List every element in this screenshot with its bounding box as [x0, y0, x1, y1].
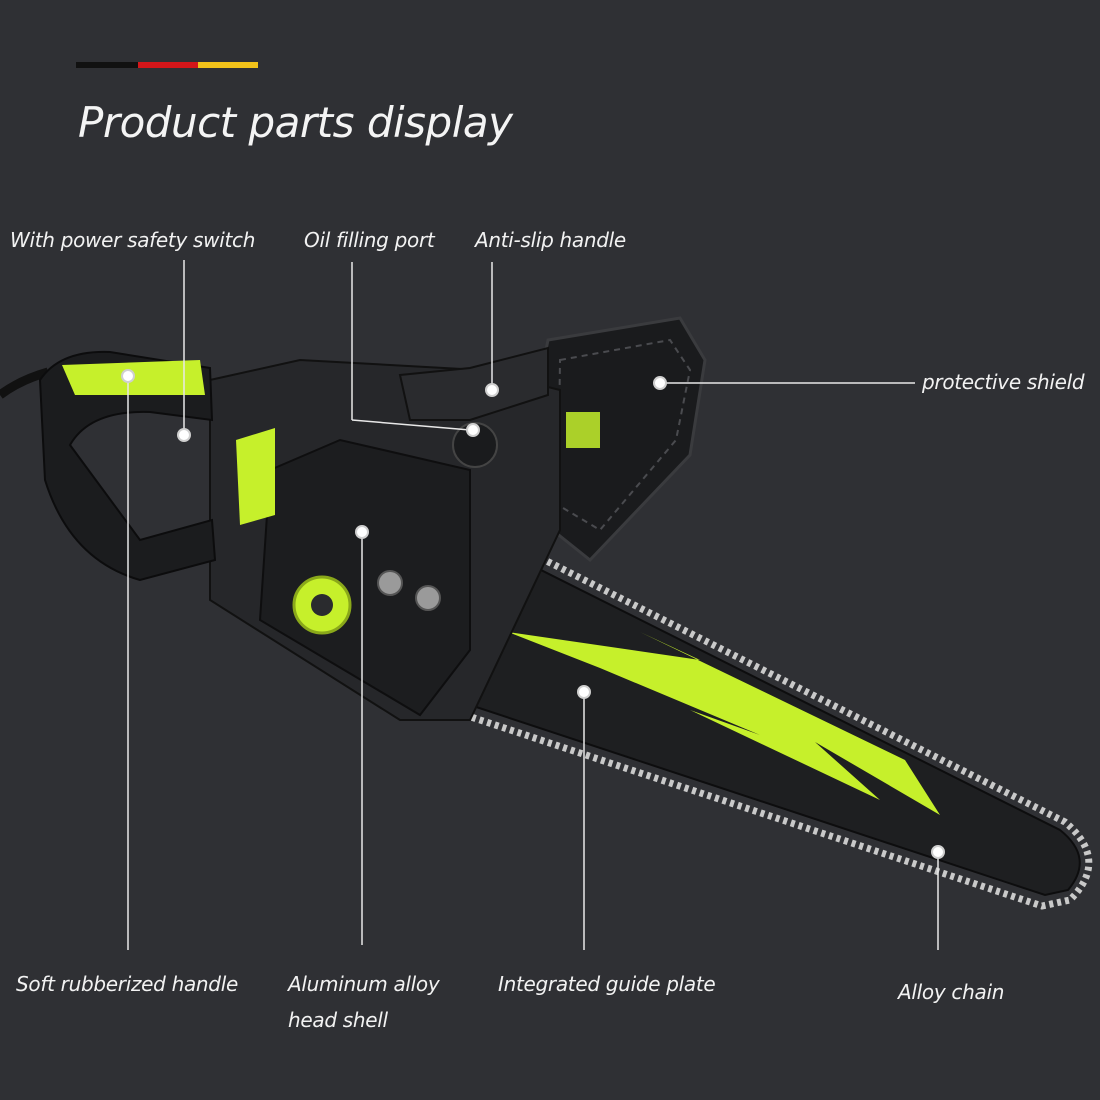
label-oil-filling-port: Oil filling port — [304, 228, 435, 252]
label-soft-rubberized-handle: Soft rubberized handle — [16, 972, 238, 996]
flag-stripe-black — [76, 62, 138, 68]
label-power-safety-switch: With power safety switch — [10, 228, 256, 252]
page-title: Product parts display — [78, 98, 513, 147]
label-integrated-guide-plate: Integrated guide plate — [498, 972, 716, 996]
label-aluminum-alloy-head-shell: Aluminum alloy head shell — [288, 966, 440, 1038]
label-head-shell-line-1: Aluminum alloy — [288, 972, 440, 996]
flag-stripe-red — [138, 62, 198, 68]
label-head-shell-line-2: head shell — [288, 1008, 388, 1032]
label-protective-shield: protective shield — [922, 370, 1085, 394]
flag-stripe-gold — [198, 62, 258, 68]
label-alloy-chain: Alloy chain — [898, 980, 1005, 1004]
label-anti-slip-handle: Anti-slip handle — [475, 228, 626, 252]
callout-dot-icon — [121, 369, 945, 859]
